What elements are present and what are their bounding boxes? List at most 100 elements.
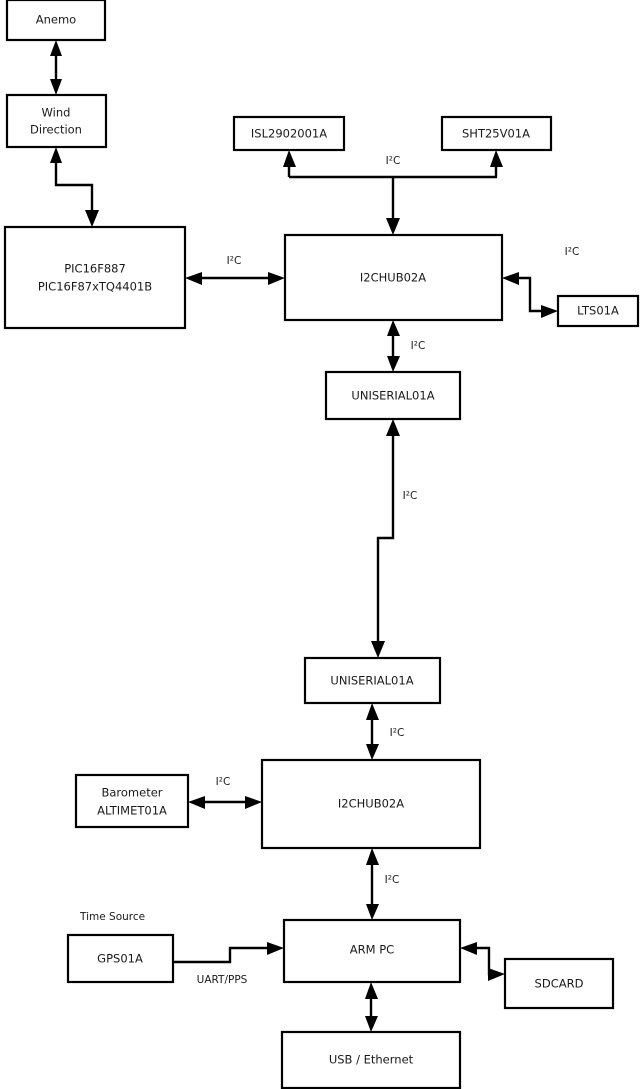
- arrow-head-up: [386, 419, 400, 436]
- node-box[interactable]: [232, 115, 346, 152]
- node-box[interactable]: [440, 115, 553, 152]
- node-label: SHT25V01A: [462, 127, 530, 141]
- node-uniserial01a-upper[interactable]: UNISERIAL01A: [324, 370, 462, 421]
- edge-label-baro-hub: I²C: [216, 776, 231, 788]
- edge-uniserial-upper-lower: [371, 419, 400, 658]
- node-barometer-altimet01a[interactable]: Barometer ALTIMET01A: [74, 773, 190, 829]
- node-wind-direction[interactable]: Wind Direction: [5, 93, 108, 149]
- arrow-head-left: [185, 272, 202, 285]
- arrow-head-right: [245, 796, 262, 809]
- node-sht25v01a[interactable]: SHT25V01A: [440, 115, 553, 152]
- arrow-head-up: [366, 703, 379, 720]
- arrow-head-right-sdcard: [488, 968, 505, 981]
- node-box[interactable]: [283, 233, 504, 322]
- arrow-head-up-sht: [490, 150, 503, 167]
- edge-arm-pc-usb-ethernet: [365, 982, 378, 1032]
- node-label-line1: Barometer: [101, 786, 162, 800]
- node-box[interactable]: [324, 370, 462, 421]
- arrow-head-down: [365, 1016, 378, 1032]
- edge-path: [376, 431, 395, 646]
- node-box[interactable]: [5, 0, 107, 42]
- edge-barometer-hub-bottom: [188, 796, 262, 809]
- edge-path: [54, 158, 94, 213]
- arrow-head-up: [50, 147, 62, 163]
- node-box[interactable]: [303, 656, 442, 705]
- edge-label-top-bus: I²C: [386, 155, 401, 167]
- edge-label-hub-uniserial: I²C: [411, 340, 426, 352]
- edge-wind-direction-pic: [50, 147, 99, 227]
- node-label: ARM PC: [350, 943, 394, 957]
- arrow-head-down: [366, 744, 379, 760]
- edge-path: [173, 946, 272, 964]
- arrow-head-right-lts: [541, 305, 558, 318]
- edge-labels-layer: I²C I²C I²C I²C I²C I²C I²C I²C UART/PPS: [197, 155, 580, 986]
- arrow-head-down: [50, 79, 62, 95]
- node-label-line2: PIC16F87xTQ4401B: [38, 280, 152, 294]
- node-label: UNISERIAL01A: [351, 389, 434, 403]
- node-usb-ethernet[interactable]: USB / Ethernet: [280, 1030, 462, 1089]
- edge-label-pic-hub: I²C: [227, 255, 242, 267]
- arrow-head-left-hub: [502, 272, 519, 285]
- node-label: LTS01A: [577, 304, 619, 318]
- arrow-head-down: [387, 356, 400, 372]
- node-box[interactable]: [556, 294, 640, 328]
- node-arm-pc[interactable]: ARM PC: [282, 918, 462, 984]
- node-label-line1: PIC16F887: [64, 262, 126, 276]
- arrow-head-down: [85, 210, 99, 227]
- arrow-head-down: [366, 904, 379, 920]
- nodes-layer: Anemo Wind Direction PIC16F887 PIC16F87x…: [3, 0, 640, 1089]
- edge-uniserial-lower-hub-bottom: [366, 703, 379, 760]
- arrow-head-left-arm: [460, 942, 477, 955]
- arrow-head-right: [268, 272, 285, 285]
- node-pic16f887[interactable]: PIC16F887 PIC16F87xTQ4401B: [3, 225, 187, 330]
- node-box[interactable]: [66, 933, 175, 984]
- edge-label-uniserial-link: I²C: [403, 490, 418, 502]
- arrow-head-up: [366, 848, 379, 865]
- node-label: UNISERIAL01A: [330, 674, 413, 688]
- node-box[interactable]: [280, 1030, 462, 1089]
- node-box[interactable]: [3, 225, 187, 330]
- edge-hub-top-sensors-bus: [283, 150, 503, 235]
- node-isl2902001a[interactable]: ISL2902001A: [232, 115, 346, 152]
- label-time-source: Time Source: [79, 911, 145, 923]
- node-box[interactable]: [503, 957, 615, 1010]
- arrow-head-down: [371, 641, 385, 658]
- node-label: I2CHUB02A: [338, 797, 404, 811]
- edges-layer: [50, 40, 558, 1032]
- edge-label-uart-pps: UART/PPS: [197, 974, 248, 986]
- free-labels-layer: Time Source: [79, 911, 145, 923]
- node-uniserial01a-lower[interactable]: UNISERIAL01A: [303, 656, 442, 705]
- arrow-head-right: [267, 942, 284, 955]
- edge-path: [513, 276, 547, 313]
- node-box[interactable]: [282, 918, 462, 984]
- node-anemo[interactable]: Anemo: [5, 0, 107, 42]
- node-i2chub02a-bottom[interactable]: I2CHUB02A: [260, 758, 482, 850]
- arrow-head-up: [387, 320, 400, 336]
- arrow-head-left: [188, 796, 205, 809]
- node-label: I2CHUB02A: [360, 271, 426, 285]
- arrow-head-up-isl: [283, 150, 296, 167]
- node-i2chub02a-top[interactable]: I2CHUB02A: [283, 233, 504, 322]
- arrow-head-down-hub: [386, 218, 400, 235]
- edge-arm-pc-sdcard: [460, 942, 505, 981]
- node-box[interactable]: [260, 758, 482, 850]
- node-box[interactable]: [74, 773, 190, 829]
- node-gps01a[interactable]: GPS01A: [66, 933, 175, 984]
- edge-label-hub-arm: I²C: [385, 874, 400, 886]
- edge-hub-bottom-arm-pc: [366, 848, 379, 920]
- node-label: Anemo: [36, 13, 76, 27]
- edge-label-hub-lts: I²C: [565, 246, 580, 258]
- node-box[interactable]: [5, 93, 108, 149]
- edge-hub-top-uniserial-upper: [387, 320, 400, 372]
- node-label: SDCARD: [535, 977, 584, 991]
- node-label: ISL2902001A: [251, 127, 327, 141]
- edge-gps-arm-pc: [173, 942, 284, 964]
- node-label-line2: Direction: [30, 123, 82, 137]
- edge-label-uni-hub-bottom: I²C: [390, 727, 405, 739]
- node-sdcard[interactable]: SDCARD: [503, 957, 615, 1010]
- node-lts01a[interactable]: LTS01A: [556, 294, 640, 328]
- arrow-head-up: [50, 40, 62, 56]
- edge-pic-hub-top: [185, 272, 285, 285]
- node-label-line1: Wind: [42, 106, 71, 120]
